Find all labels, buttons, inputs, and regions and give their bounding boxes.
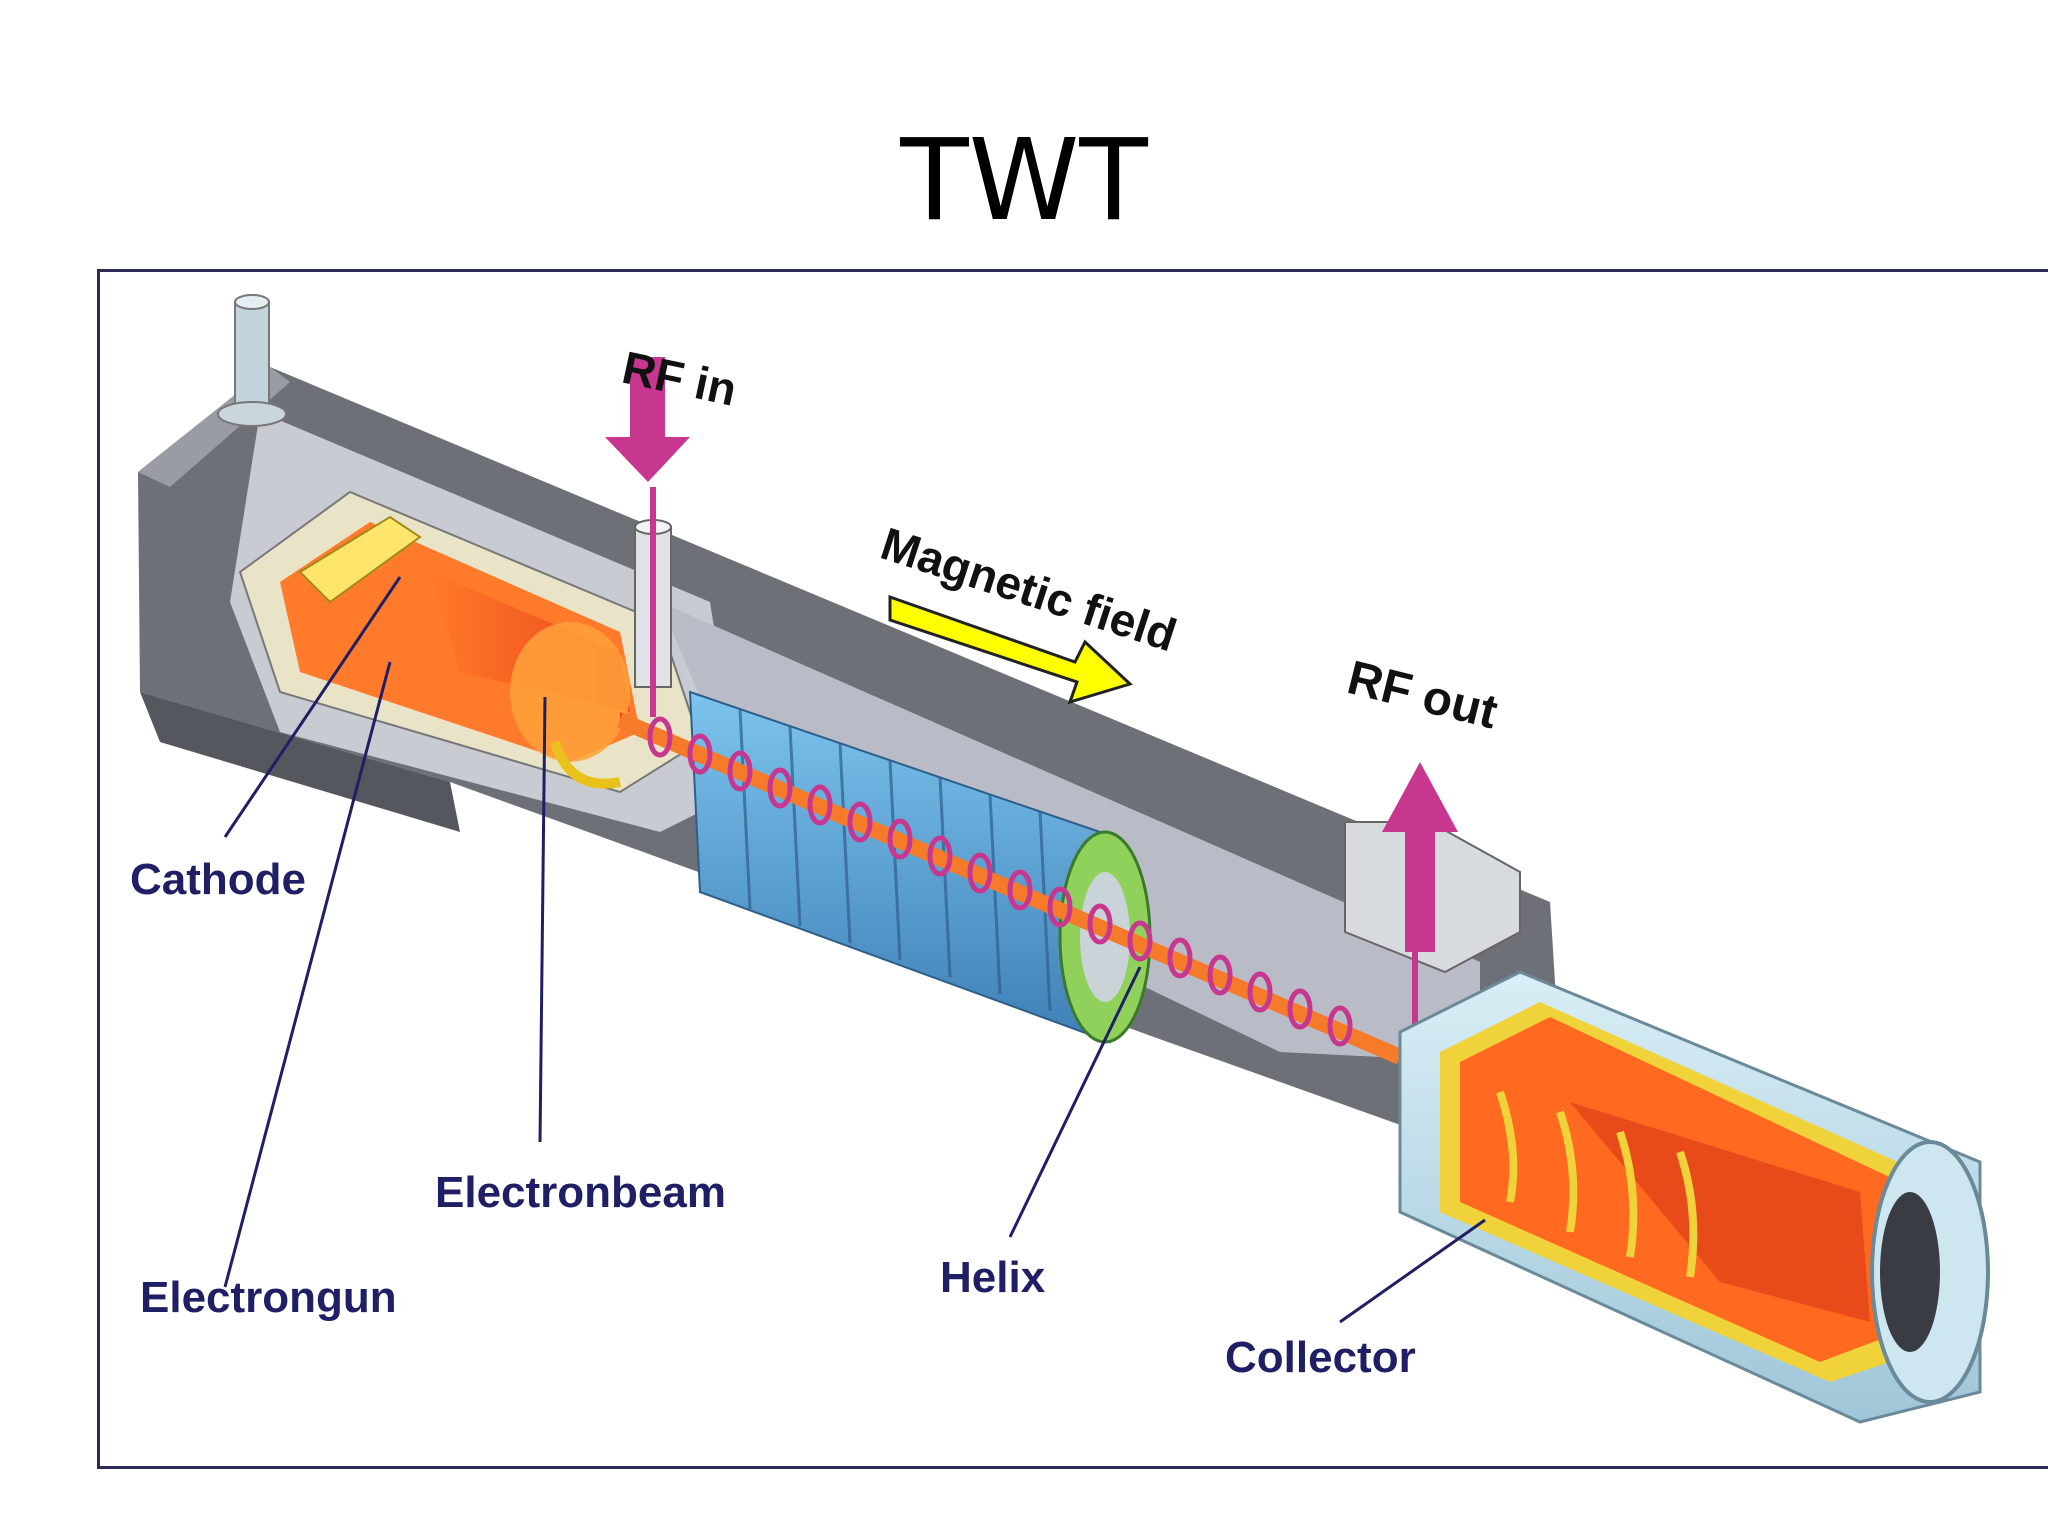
rf-input-coupler	[634, 487, 672, 717]
leader-lines	[223, 576, 1486, 1324]
cathode-label: Cathode	[130, 855, 306, 904]
page-title: TWT	[900, 116, 1148, 246]
magnetic-field-arrow	[888, 594, 1133, 705]
helix-coil	[647, 716, 1353, 1047]
electron-beam-label: Electronbeam	[435, 1168, 726, 1217]
electron-gun-label: Electrongun	[140, 1273, 397, 1322]
rf-out-arrow	[1382, 762, 1458, 952]
collector-label: Collector	[1225, 1333, 1416, 1382]
rf-in-arrow	[605, 357, 690, 482]
twt-diagram: RF in RF out Magnetic field Cathode Elec…	[97, 269, 2048, 1469]
helix-label: Helix	[940, 1253, 1046, 1302]
coolant-pipe	[217, 294, 287, 427]
electron-gun	[238, 490, 702, 794]
collector	[1398, 970, 1990, 1424]
twt-cutaway-drawing: RF in RF out Magnetic field Cathode Elec…	[130, 294, 1990, 1424]
rf-out-label: RF out	[1342, 651, 1502, 739]
